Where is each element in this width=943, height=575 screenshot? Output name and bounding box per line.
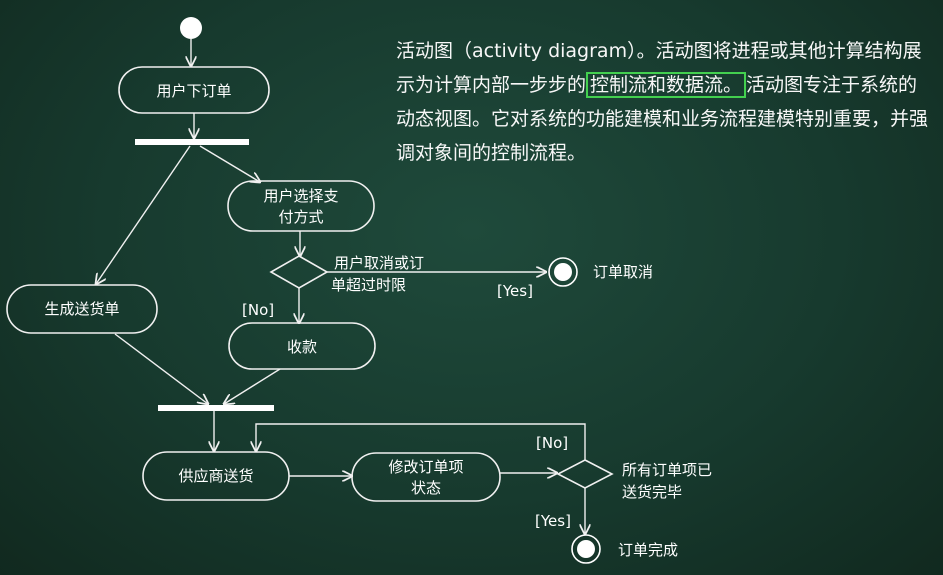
fork-bar xyxy=(135,139,249,145)
guard-yes-cancel: [Yes] xyxy=(497,282,533,300)
activity-generate-delivery xyxy=(6,284,158,334)
final-node-complete-outer xyxy=(571,534,601,564)
description-text: 活动图（activity diagram）。活动图将进程或其他计算结构展示为计算… xyxy=(396,34,936,170)
guard-no-cancel: [No] xyxy=(242,301,274,319)
activity-supplier-ship-label: 供应商送货 xyxy=(178,467,253,485)
activity-collect-payment xyxy=(228,322,376,370)
activity-generate-delivery-label: 生成送货单 xyxy=(44,300,119,318)
guard-yes-all: [Yes] xyxy=(535,512,571,530)
final-cancel-label: 订单取消 xyxy=(593,263,653,281)
activity-choose-payment-label-1: 用户选择支 xyxy=(263,187,338,205)
final-complete-label: 订单完成 xyxy=(618,541,678,559)
initial-node xyxy=(180,17,202,39)
final-node-complete-inner xyxy=(577,540,595,558)
activity-modify-status xyxy=(351,452,501,502)
description-part2: 活动图专注于系统的动态视图。它对系统的功能建模和业务流程建模特别重要，并强调对象… xyxy=(396,74,929,164)
final-node-cancel-inner xyxy=(554,263,572,281)
activity-collect-payment-label: 收款 xyxy=(287,338,317,356)
activity-modify-status-label-2: 状态 xyxy=(411,479,441,497)
final-node-cancel-outer xyxy=(548,257,578,287)
decision-all-diamond xyxy=(556,459,614,489)
description-part1: 活动图（activity diagram）。活动图将进程或其他计算结构展示为计算… xyxy=(396,40,922,96)
description-highlight: 控制流和数据流。 xyxy=(586,72,747,98)
decision-cancel-label-2: 单超过时限 xyxy=(331,276,406,294)
decision-cancel-label-1: 用户取消或订 xyxy=(334,254,424,272)
activity-place-order-label: 用户下订单 xyxy=(156,82,231,100)
decision-all-label-1: 所有订单项已 xyxy=(622,461,712,479)
decision-cancel-diamond xyxy=(269,255,329,289)
activity-choose-payment xyxy=(227,180,375,232)
join-bar xyxy=(158,405,274,411)
activity-modify-status-label-1: 修改订单项 xyxy=(388,458,463,476)
activity-choose-payment-label-2: 付方式 xyxy=(278,208,323,226)
decision-all-label-2: 送货完毕 xyxy=(622,483,682,501)
guard-no-all: [No] xyxy=(536,434,568,452)
